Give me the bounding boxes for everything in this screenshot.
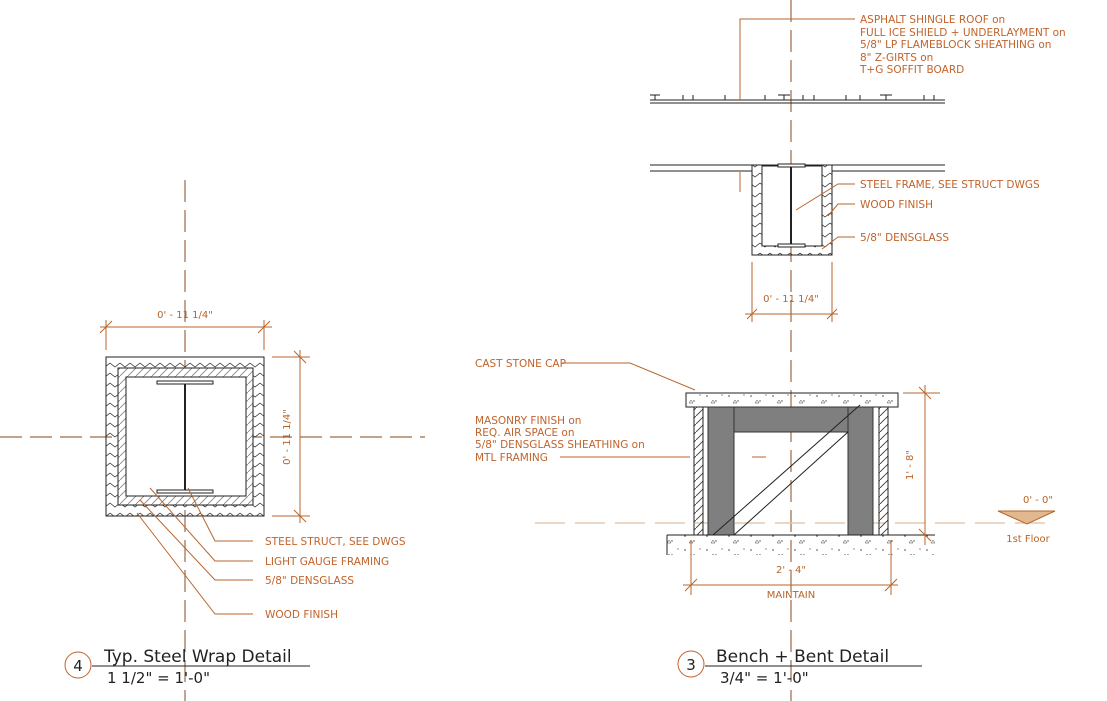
- width-note: MAINTAIN: [767, 590, 816, 601]
- width-dimension: 2' - 4" MAINTAIN: [683, 540, 898, 601]
- floor-slab: [667, 535, 935, 555]
- dimension-height: 0' - 11 1/4": [272, 350, 310, 523]
- height-dimension-text: 1' - 8": [905, 450, 916, 480]
- roof-note-line: FULL ICE SHIELD + UNDERLAYMENT on: [860, 27, 1066, 39]
- roof-assembly: [650, 94, 945, 104]
- masonry-finish-right: [878, 406, 889, 536]
- detail-scale: 3/4" = 1'-0": [720, 669, 809, 687]
- label-cast-stone-cap: CAST STONE CAP: [475, 358, 566, 370]
- label-steel-struct: STEEL STRUCT, SEE DWGS: [265, 536, 406, 548]
- beam-dimension: 0' - 11 1/4": [745, 262, 838, 322]
- label-wood-finish: WOOD FINISH: [265, 609, 338, 621]
- label-densglass: 5/8" DENSGLASS: [860, 232, 949, 244]
- roof-note-line: 5/8" LP FLAMEBLOCK SHEATHING on: [860, 39, 1051, 51]
- detail-number: 3: [686, 656, 696, 674]
- framing-top: [733, 406, 849, 433]
- label-light-gauge-framing: LIGHT GAUGE FRAMING: [265, 556, 389, 568]
- masonry-note-line: MASONRY FINISH on: [475, 415, 581, 427]
- level-marker: 0' - 0" 1st Floor: [997, 495, 1056, 545]
- bench-bent-detail: ASPHALT SHINGLE ROOF on FULL ICE SHIELD …: [475, 0, 1066, 701]
- detail-scale: 1 1/2" = 1'-0": [107, 669, 210, 687]
- masonry-finish-left: [693, 406, 704, 536]
- width-dimension-text: 2' - 4": [776, 565, 806, 576]
- framing-right: [847, 406, 874, 536]
- detail-number: 4: [73, 657, 83, 675]
- framing-left: [707, 406, 735, 536]
- roof-note-line: 8" Z-GIRTS on: [860, 52, 933, 64]
- masonry-note-line: 5/8" DENSGLASS SHEATHING on: [475, 439, 645, 451]
- steel-i-beam: [156, 380, 214, 494]
- label-steel-frame: STEEL FRAME, SEE STRUCT DWGS: [860, 179, 1040, 191]
- dimension-width: 0' - 11 1/4": [99, 310, 272, 350]
- dimension-width-text: 0' - 11 1/4": [157, 310, 213, 321]
- level-triangle-icon: [997, 510, 1056, 525]
- roof-note-line: ASPHALT SHINGLE ROOF on: [860, 14, 1005, 26]
- detail-3-title-block: 3 Bench + Bent Detail 3/4" = 1'-0": [677, 647, 922, 687]
- masonry-note-line: MTL FRAMING: [475, 452, 548, 464]
- height-dimension: 1' - 8": [903, 385, 940, 545]
- masonry-note-line: REQ. AIR SPACE on: [475, 427, 575, 439]
- bench-section: [666, 392, 935, 555]
- label-wood-finish: WOOD FINISH: [860, 199, 933, 211]
- detail-title: Typ. Steel Wrap Detail: [103, 647, 292, 667]
- cast-stone-cap: [685, 392, 899, 408]
- dimension-height-text: 0' - 11 1/4": [282, 409, 293, 465]
- beam-dimension-text: 0' - 11 1/4": [763, 294, 819, 305]
- detail-title: Bench + Bent Detail: [716, 647, 889, 667]
- level-value: 0' - 0": [1023, 495, 1053, 506]
- level-name: 1st Floor: [1006, 534, 1050, 545]
- detail-number-bubble: [677, 650, 705, 678]
- masonry-note: MASONRY FINISH on REQ. AIR SPACE on 5/8"…: [475, 415, 645, 464]
- steel-wrap-detail: 0' - 11 1/4" 0' - 11 1/4" STEEL STRUCT, …: [0, 180, 425, 701]
- label-densglass: 5/8" DENSGLASS: [265, 575, 354, 587]
- roof-note-line: T+G SOFFIT BOARD: [859, 64, 964, 76]
- beam-wrap: [650, 163, 945, 256]
- detail-4-title-block: 4 Typ. Steel Wrap Detail 1 1/2" = 1'-0": [64, 647, 310, 687]
- roof-note: ASPHALT SHINGLE ROOF on FULL ICE SHIELD …: [859, 14, 1066, 76]
- detail-number-bubble: [64, 651, 92, 679]
